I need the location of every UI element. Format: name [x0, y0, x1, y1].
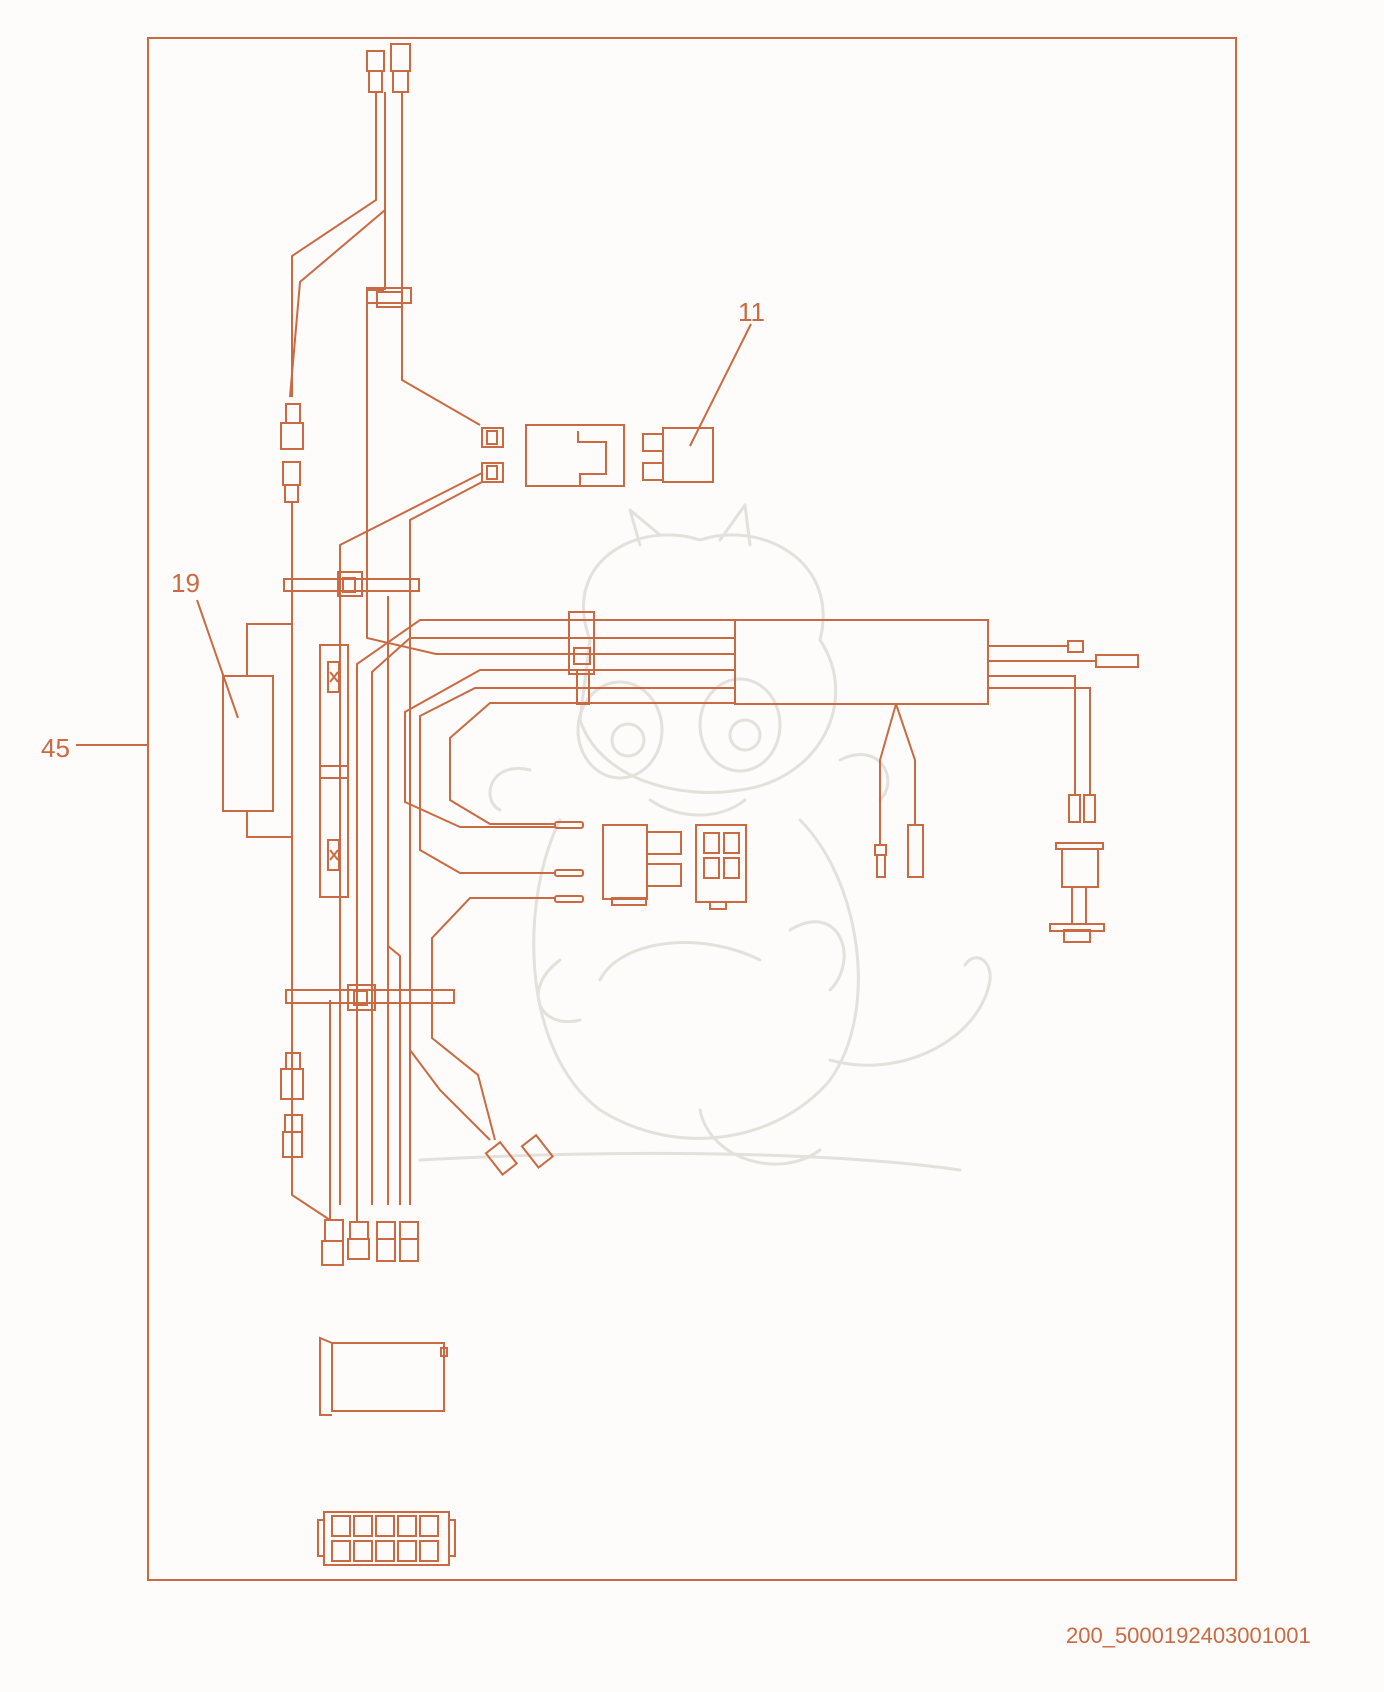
callout-19: 19	[171, 568, 200, 598]
sensor-long	[907, 824, 924, 878]
fuse-box-body	[525, 424, 625, 487]
top-connector-right	[390, 43, 411, 72]
kit-frame	[147, 37, 1237, 1581]
callout-11: 11	[738, 297, 765, 327]
inline-connector-upper-left	[280, 422, 304, 450]
harness-clip	[568, 611, 595, 675]
harness-line-art	[76, 37, 1237, 1581]
top-connector-left	[366, 50, 385, 72]
wire-clip-top	[366, 287, 412, 304]
inline-connector-lower-left	[280, 1068, 304, 1100]
baby-dragon-watermark-icon	[418, 503, 992, 1172]
junction-box	[734, 619, 989, 705]
callout-19-leader	[196, 599, 239, 719]
fuse-holder-strip	[319, 644, 349, 898]
sensor-probe	[1095, 654, 1139, 668]
cable-tie-lower	[285, 989, 455, 1004]
multi-pin-connector	[323, 1511, 450, 1566]
relay-bracket	[331, 1342, 445, 1412]
callout-11-leader	[689, 323, 752, 447]
drawing-id: 200_5000192403001001	[1066, 1623, 1311, 1648]
relay-11	[662, 427, 714, 483]
connector-housing	[602, 824, 648, 900]
callout-45: 45	[41, 733, 70, 763]
cable-tie-upper	[283, 578, 420, 592]
lamp-socket	[1061, 848, 1099, 888]
